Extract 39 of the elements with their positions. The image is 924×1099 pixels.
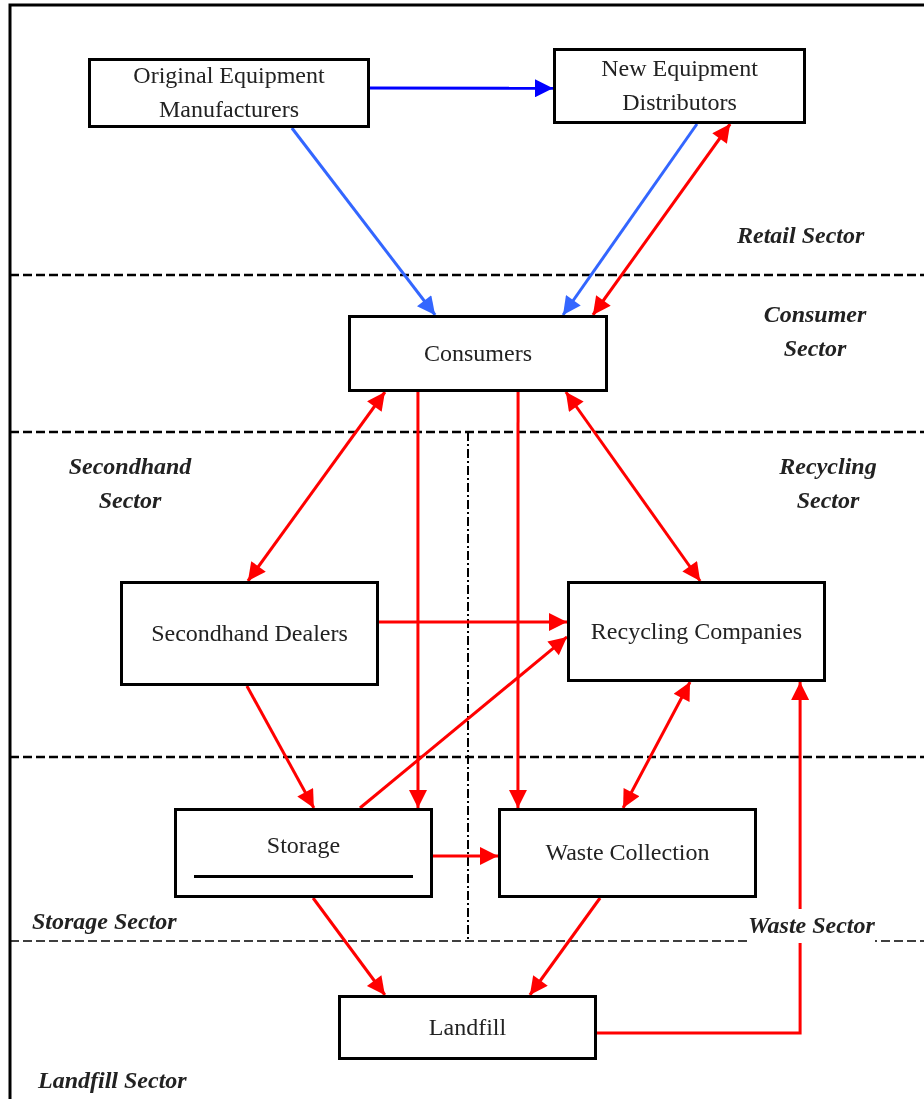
node-label: Storage [266, 831, 341, 861]
arrow [290, 127, 437, 316]
node-label: Consumers [424, 338, 532, 368]
sector-label: Retail Sector [737, 221, 865, 250]
arrow [621, 681, 692, 809]
arrow [508, 392, 527, 808]
node-label: Secondhand Dealers [151, 618, 348, 648]
arrow [359, 635, 568, 810]
process-box [348, 315, 608, 392]
arrow [245, 685, 316, 809]
process-box [338, 995, 597, 1060]
node-label: Recycling Companies [590, 616, 803, 646]
process-box [88, 58, 370, 128]
arrow [379, 613, 567, 631]
node-label: Waste Collection [545, 838, 710, 868]
arrow [409, 392, 427, 808]
arrow [597, 682, 810, 1035]
process-box [174, 808, 433, 898]
process-box [120, 581, 379, 686]
arrow [591, 123, 732, 316]
arrow [433, 846, 498, 865]
sector-label: Waste Sector [748, 909, 875, 943]
sector-label: Secondhand Sector [67, 452, 193, 515]
arrow [311, 897, 387, 996]
arrow [564, 391, 702, 582]
node-label: New Equipment Distributors [600, 54, 759, 117]
process-box [498, 808, 757, 898]
process-box [567, 581, 826, 682]
sector-label: Storage Sector [32, 907, 177, 936]
node-label: Landfill [428, 1012, 507, 1042]
arrow [370, 79, 553, 98]
sector-label: Consumer Sector [762, 300, 868, 363]
process-box [553, 48, 806, 124]
arrow [561, 123, 699, 316]
arrow [528, 897, 602, 996]
arrow [246, 391, 387, 582]
sector-label: Landfill Sector [38, 1066, 187, 1095]
sector-label: Recycling Sector [778, 452, 878, 515]
node-label: Original Equipment Manufacturers [132, 61, 326, 124]
